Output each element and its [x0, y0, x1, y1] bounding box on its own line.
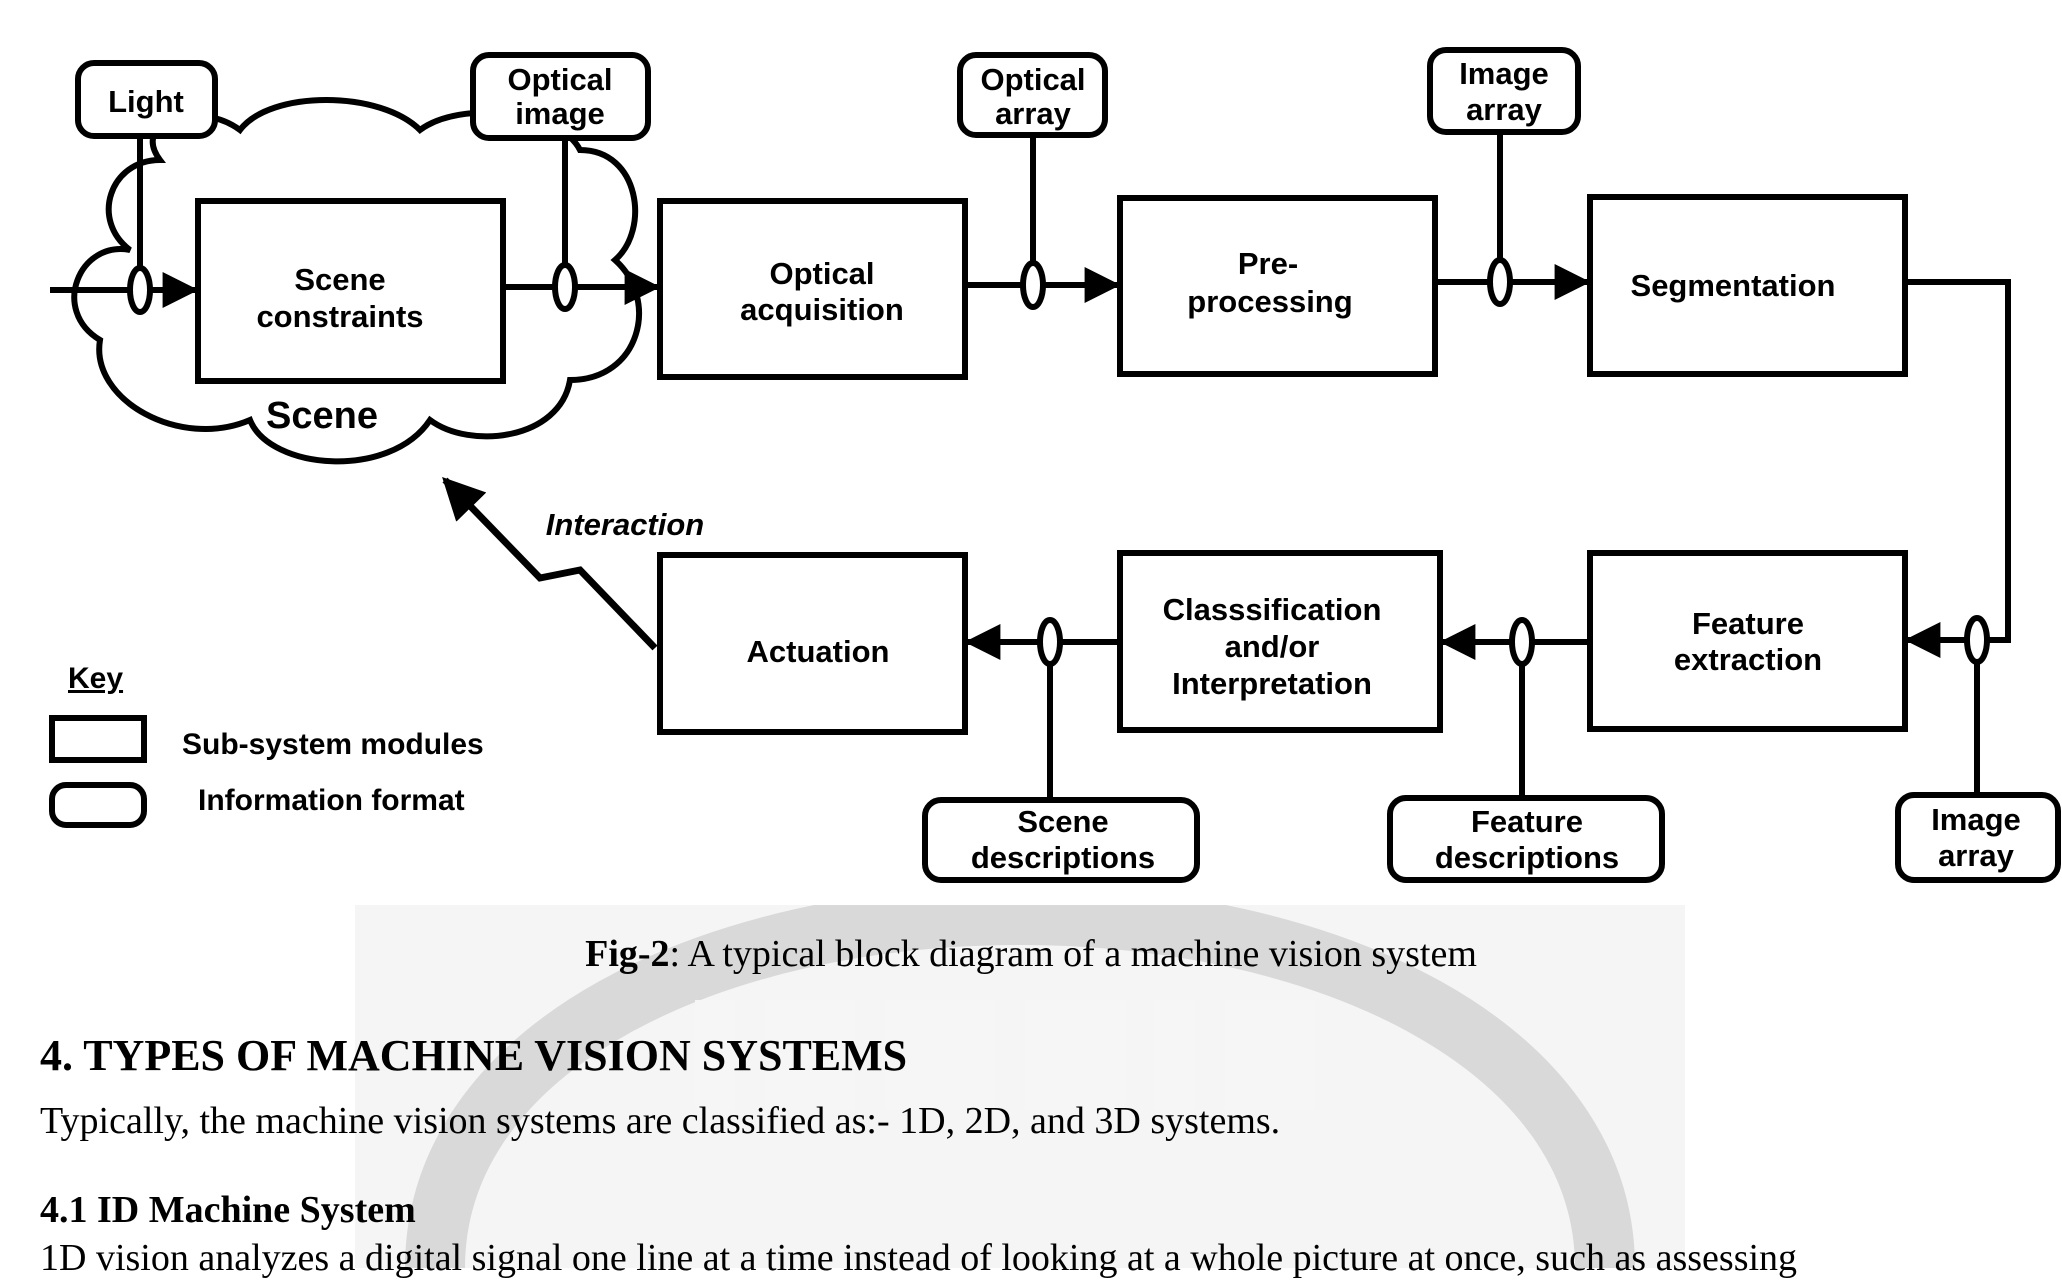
image-array-top-pill — [1427, 47, 1581, 135]
image-array-bottom-label-1: Image — [1931, 802, 2021, 837]
optical-acquisition-label-1: Optical — [769, 256, 874, 291]
scene-cloud — [71, 97, 642, 465]
key-module-swatch — [49, 715, 147, 763]
key-title: Key — [68, 662, 123, 695]
image-array-top-label-2: array — [1466, 92, 1543, 127]
scene-descriptions-pill — [922, 797, 1200, 883]
optical-acquisition-box — [657, 198, 968, 380]
optical-array-label-1: Optical — [980, 62, 1085, 97]
feature-extraction-label-2: extraction — [1674, 642, 1822, 677]
optical-acquisition-label-2: acquisition — [740, 292, 904, 327]
optical-image-pill — [470, 52, 651, 141]
figure-caption: Fig-2: A typical block diagram of a mach… — [0, 932, 2062, 976]
optical-image-label-2: image — [515, 96, 605, 131]
key-modules-label: Sub-system modules — [182, 728, 484, 761]
segmentation-label: Segmentation — [1631, 268, 1836, 303]
subsection-paragraph: 1D vision analyzes a digital signal one … — [40, 1237, 1798, 1279]
scene-constraints-label-2: constraints — [256, 299, 423, 334]
light-label: Light — [108, 84, 184, 119]
preprocessing-label-2: processing — [1187, 284, 1352, 319]
classification-label-3: Interpretation — [1172, 666, 1372, 701]
caption-prefix: Fig-2 — [585, 933, 670, 975]
key-format-swatch — [49, 782, 147, 828]
classification-label-2: and/or — [1225, 629, 1320, 664]
segmentation-box — [1587, 194, 1908, 377]
scene-label: Scene — [266, 395, 378, 437]
preprocessing-label-1: Pre- — [1238, 246, 1298, 281]
interaction-label: Interaction — [546, 507, 704, 542]
subsection-heading: 4.1 ID Machine System — [40, 1189, 416, 1231]
optical-array-label-2: array — [995, 96, 1072, 131]
feature-extraction-label-1: Feature — [1692, 606, 1804, 641]
section-paragraph: Typically, the machine vision systems ar… — [40, 1100, 1281, 1142]
scene-constraints-box — [195, 198, 506, 384]
scene-descriptions-label-2: descriptions — [971, 840, 1155, 875]
interaction-arrow — [442, 476, 658, 651]
scene-descriptions-label-1: Scene — [1017, 804, 1108, 839]
image-array-bottom-label-2: array — [1938, 838, 2015, 873]
classification-label-1: Classsification — [1163, 592, 1382, 627]
block-diagram: Light Optical image Optical array Image … — [49, 47, 2061, 883]
image-array-top-label-1: Image — [1459, 56, 1549, 91]
caption-text: : A typical block diagram of a machine v… — [669, 933, 1477, 975]
feature-extraction-box — [1587, 550, 1908, 732]
key-format-label: Information format — [198, 784, 465, 817]
scene-constraints-label-1: Scene — [294, 262, 385, 297]
light-pill — [75, 60, 218, 139]
feature-descriptions-label-2: descriptions — [1435, 840, 1619, 875]
preprocessing-box — [1117, 195, 1438, 377]
feature-descriptions-label-1: Feature — [1471, 804, 1583, 839]
section-heading: 4. TYPES OF MACHINE VISION SYSTEMS — [40, 1031, 908, 1080]
optical-image-label-1: Optical — [507, 62, 612, 97]
actuation-label: Actuation — [747, 634, 890, 669]
feature-descriptions-pill — [1387, 795, 1665, 883]
